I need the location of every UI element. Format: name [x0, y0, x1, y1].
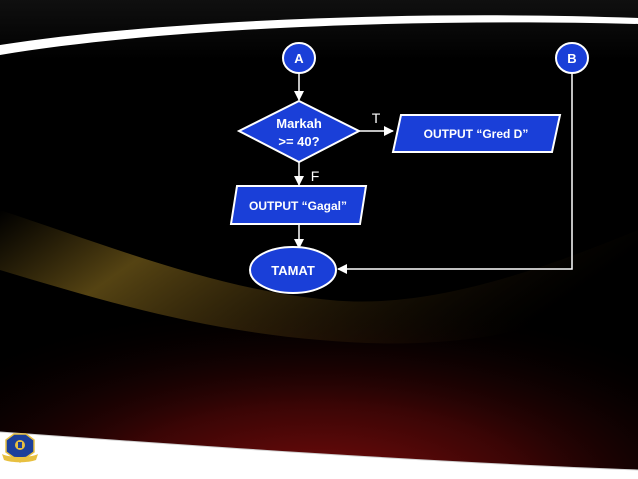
process-gred-d-label: OUTPUT “Gred D”: [424, 127, 529, 141]
terminal-label: TAMAT: [271, 263, 315, 278]
process-gagal-shape: [229, 185, 368, 225]
top-white-swoosh: [0, 15, 638, 55]
school-crest-icon: [2, 433, 38, 463]
process-gred-d-shape: [391, 114, 562, 153]
connector-b-label: B: [567, 51, 576, 66]
terminal-tamat: TAMAT: [249, 246, 337, 294]
process-gagal-label: OUTPUT “Gagal”: [249, 199, 347, 213]
false-label: F: [311, 168, 320, 184]
decision-shape: [236, 99, 362, 164]
edge-b-to-tamat: [337, 74, 573, 274]
connector-a-label: A: [294, 51, 304, 66]
connector-a: A: [282, 42, 316, 74]
terminal-shape: [249, 246, 337, 294]
decision-node: Markah >= 40?: [236, 99, 362, 164]
connector-b-shape: [555, 42, 589, 74]
process-gagal: OUTPUT “Gagal”: [229, 185, 368, 225]
gold-swoosh: [0, 210, 638, 344]
decision-line1: Markah: [276, 116, 322, 131]
connector-a-shape: [282, 42, 316, 74]
connector-b: B: [555, 42, 589, 74]
process-gred-d: OUTPUT “Gred D”: [391, 114, 562, 153]
decision-line2: >= 40?: [278, 134, 319, 149]
true-label: T: [372, 110, 381, 126]
